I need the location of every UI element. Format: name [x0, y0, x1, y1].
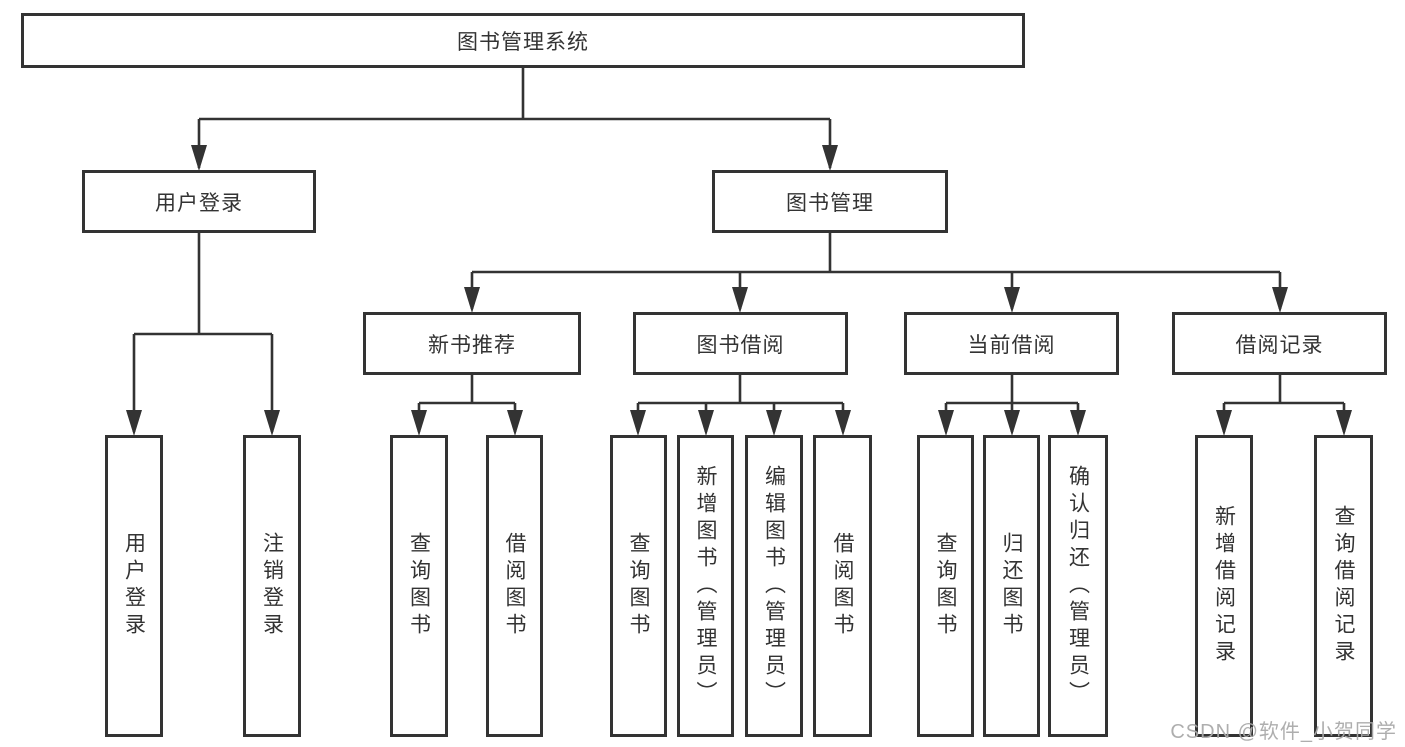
node-user-login: 用户登录 — [82, 170, 316, 233]
node-root: 图书管理系统 — [21, 13, 1025, 68]
node-new-book-recommend: 新书推荐 — [363, 312, 581, 375]
leaf-recommend-query-books: 查询图书 — [390, 435, 448, 737]
node-book-borrow: 图书借阅 — [633, 312, 848, 375]
leaf-edit-books-admin: 编辑图书（管理员） — [745, 435, 803, 737]
leaf-recommend-borrow-books: 借阅图书 — [486, 435, 543, 737]
node-current-borrow: 当前借阅 — [904, 312, 1119, 375]
leaf-borrow-books: 借阅图书 — [813, 435, 872, 737]
leaf-logout: 注销登录 — [243, 435, 301, 737]
leaf-borrow-query-books: 查询图书 — [610, 435, 667, 737]
arrowheads — [126, 145, 1352, 436]
leaf-current-query-books: 查询图书 — [917, 435, 974, 737]
node-book-management: 图书管理 — [712, 170, 948, 233]
leaf-confirm-return-admin: 确认归还（管理员） — [1048, 435, 1108, 737]
leaf-user-login: 用户登录 — [105, 435, 163, 737]
leaf-add-books-admin: 新增图书（管理员） — [677, 435, 734, 737]
leaf-query-borrow-record: 查询借阅记录 — [1314, 435, 1373, 737]
csdn-watermark: CSDN @软件_小贺同学 — [1170, 721, 1397, 743]
leaf-return-books: 归还图书 — [983, 435, 1040, 737]
node-borrow-records: 借阅记录 — [1172, 312, 1387, 375]
leaf-add-borrow-record: 新增借阅记录 — [1195, 435, 1253, 737]
